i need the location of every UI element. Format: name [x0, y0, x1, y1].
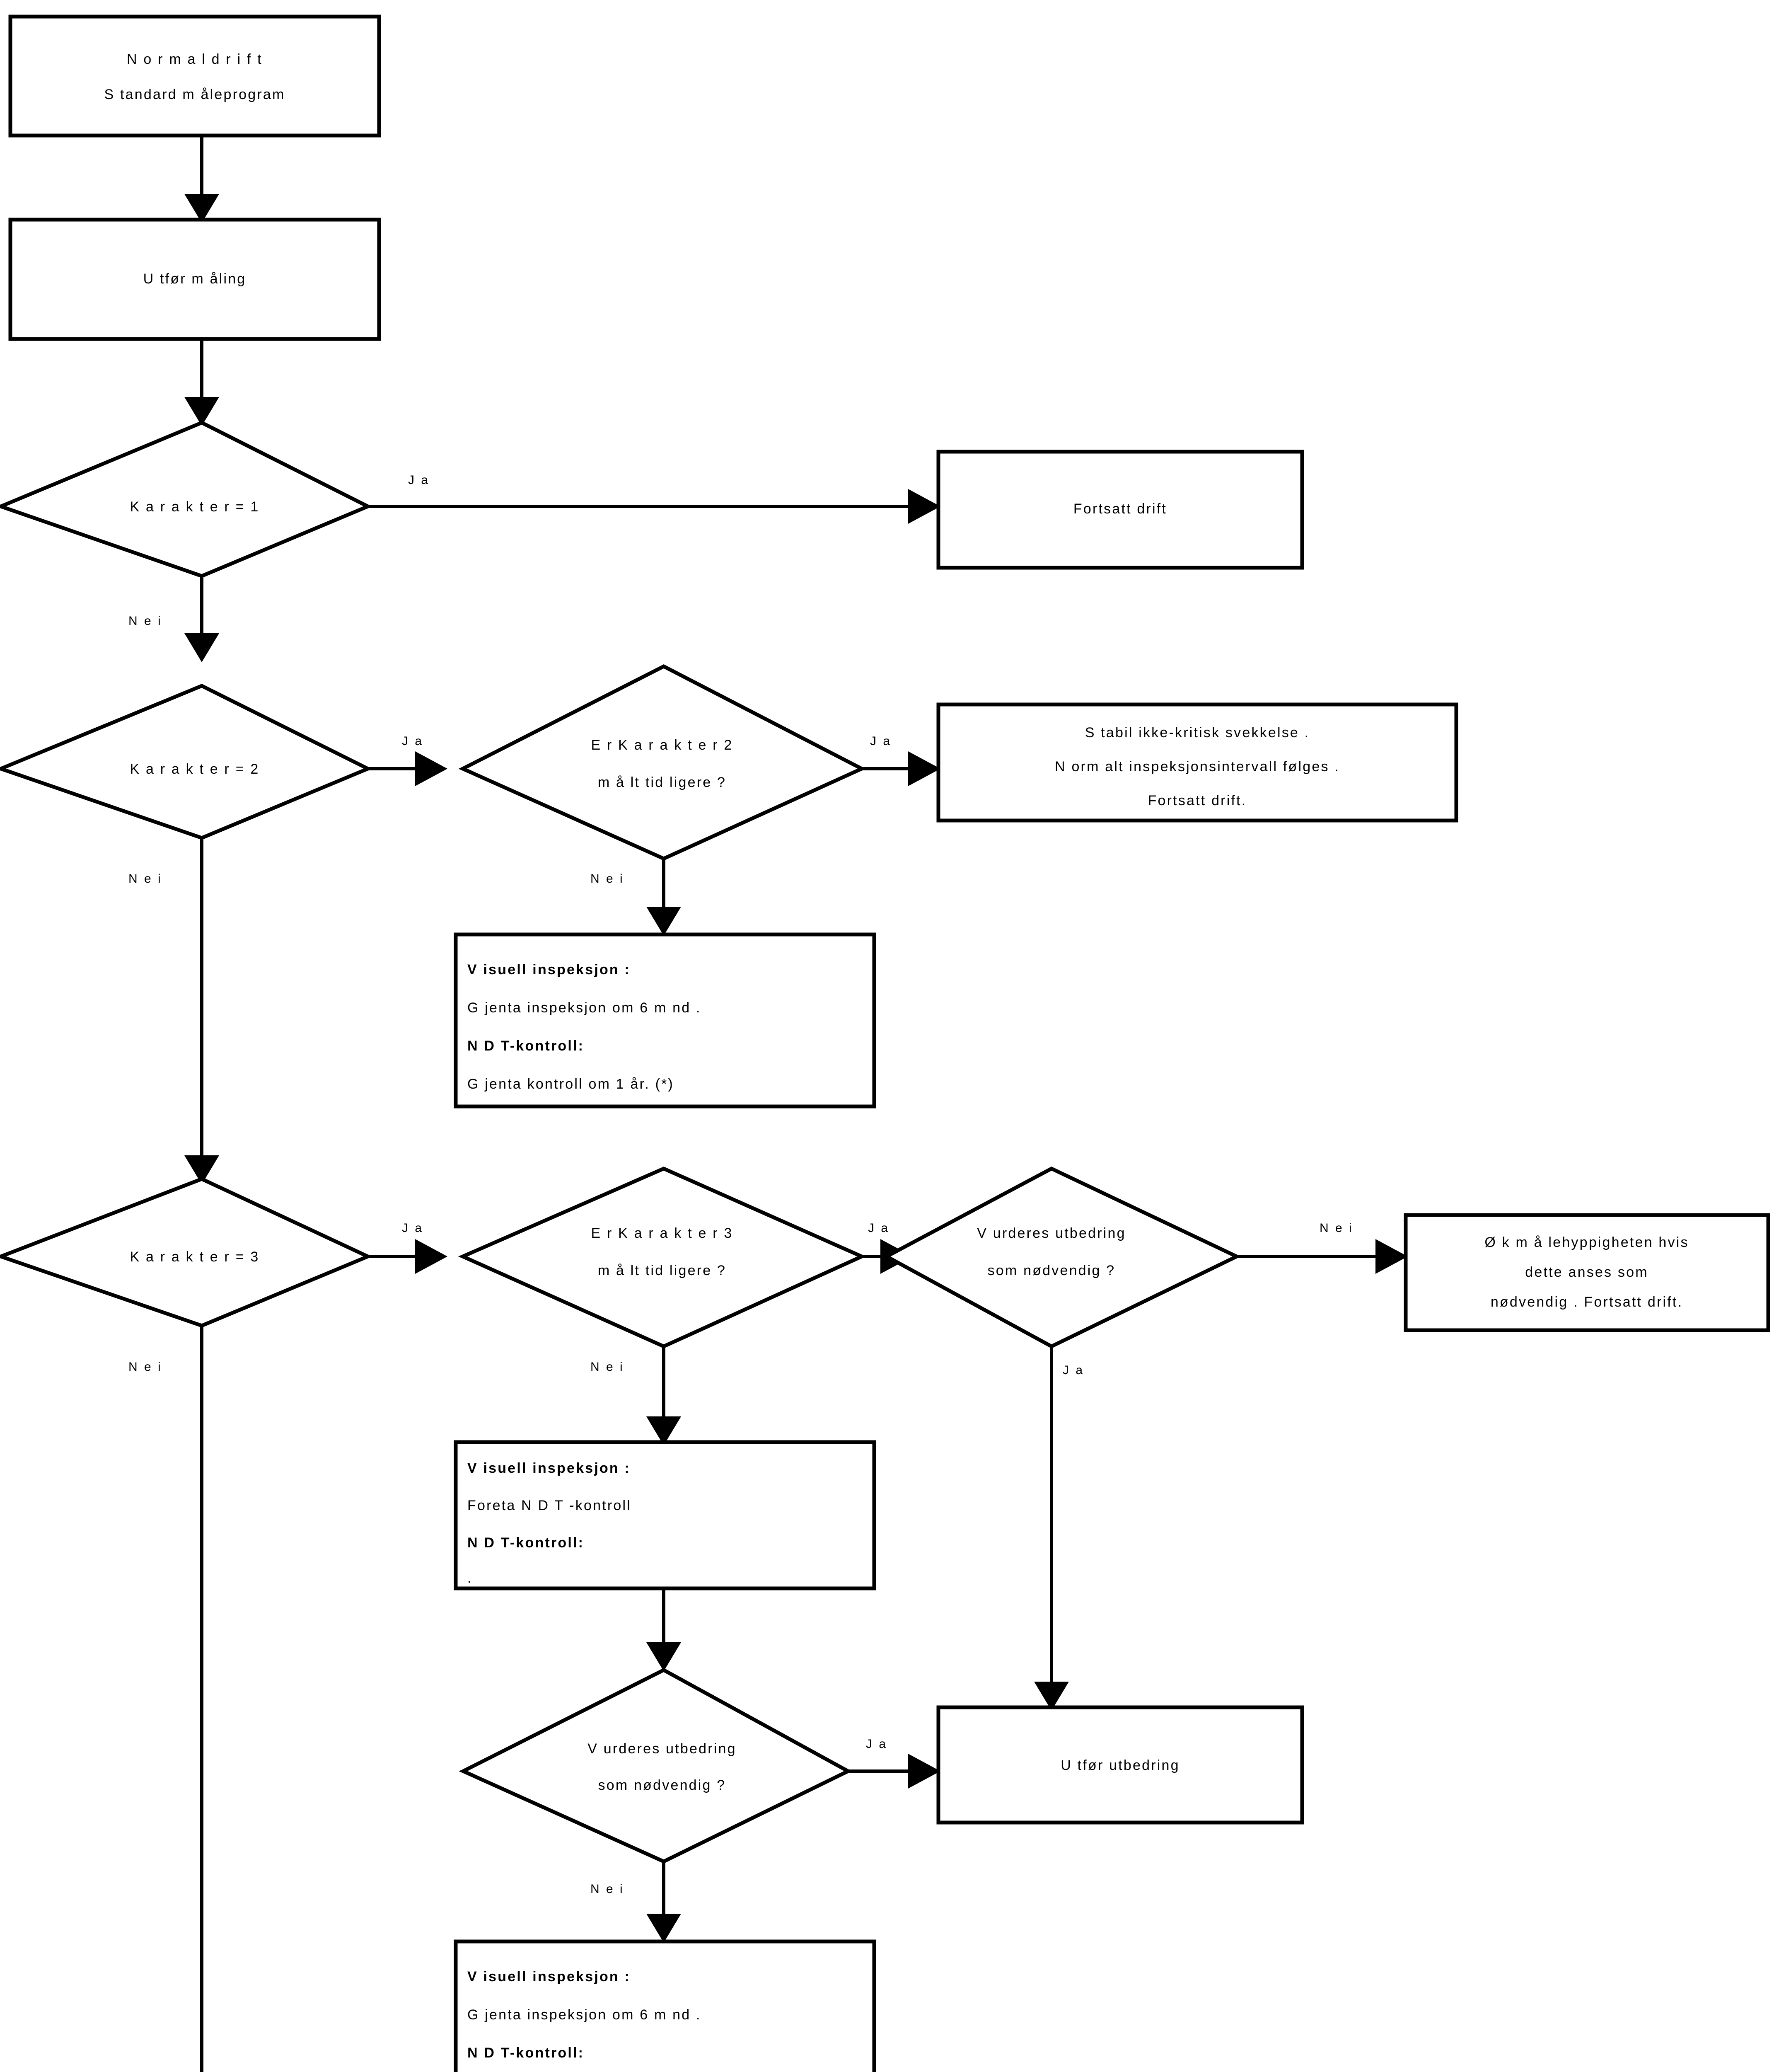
edge-label-erk3-nei: N e i — [590, 1360, 624, 1374]
node-karakter-3-line-0: K a r a k t e r = 3 — [130, 1249, 259, 1265]
node-utfor-maaling[interactable]: U tfør m åling — [8, 218, 381, 341]
node-vurderes-top-line-1: som nødvendig ? — [988, 1263, 1116, 1278]
node-utfor-maaling-line-0: U tfør m åling — [143, 271, 247, 287]
edge-label-erk2-nei: N e i — [590, 872, 624, 886]
node-ok-malehyppigheten[interactable]: Ø k m å lehyppigheten hvis dette anses s… — [1404, 1213, 1770, 1332]
edge-label-erk2-ja: J a — [870, 734, 892, 748]
node-visuell-k2-line-3: G jenta kontroll om 1 år. (*) — [467, 1076, 674, 1092]
edge-label-k3-ja: J a — [402, 1221, 423, 1235]
edge-label-vurderes-top-nei: N e i — [1320, 1221, 1354, 1235]
node-ok-maale-line-2: nødvendig . Fortsatt drift. — [1491, 1294, 1683, 1310]
connector-k1-nei-to-k2 — [184, 576, 219, 662]
node-vurderes-top-line-0: V urderes utbedring — [977, 1225, 1126, 1241]
node-visuell-bot-line-2: N D T-kontroll: — [467, 2045, 584, 2061]
node-er-karakter-3[interactable]: E r K a r a k t e r 3 m å lt tid ligere … — [458, 1167, 866, 1348]
node-er-karakter-2-line-0: E r K a r a k t e r 2 — [591, 737, 733, 753]
node-fortsatt-drift-line-0: Fortsatt drift — [1073, 501, 1167, 517]
node-karakter-1[interactable]: K a r a k t e r = 1 — [0, 421, 372, 578]
node-er-karakter-2[interactable]: E r K a r a k t e r 2 m å lt tid ligere … — [458, 664, 866, 861]
node-vurderes-utbedring-top[interactable]: V urderes utbedring som nødvendig ? — [882, 1166, 1241, 1349]
node-er-karakter-2-line-1: m å lt tid ligere ? — [598, 775, 726, 790]
connector-visuell-k3-to-vurderes-bot — [646, 1588, 681, 1671]
edge-label-erk3-ja: J a — [868, 1221, 890, 1235]
node-vurderes-bot-line-1: som nødvendig ? — [598, 1777, 726, 1793]
edge-label-k1-nei: N e i — [128, 614, 162, 628]
node-ok-maale-line-0: Ø k m å lehyppigheten hvis — [1484, 1234, 1689, 1250]
node-fortsatt-drift[interactable]: Fortsatt drift — [936, 450, 1304, 570]
node-vurderes-utbedring-bottom[interactable]: V urderes utbedring som nødvendig ? — [459, 1668, 852, 1864]
node-visuell-bot-line-1: G jenta inspeksjon om 6 m nd . — [467, 2007, 701, 2023]
connector-vurderes-top-ja-to-utfor-utbedring — [1034, 1326, 1069, 1711]
node-vurderes-bot-line-0: V urderes utbedring — [587, 1741, 736, 1757]
node-visuell-k2-line-2: N D T-kontroll: — [467, 1038, 584, 1054]
connector-k2-nei-to-k3 — [184, 838, 219, 1184]
edge-label-vurderes-bot-ja: J a — [866, 1737, 887, 1751]
node-er-karakter-3-line-1: m å lt tid ligere ? — [598, 1263, 726, 1278]
node-ok-maale-line-1: dette anses som — [1525, 1264, 1648, 1280]
connector-start-to-maaling — [184, 136, 219, 223]
node-karakter-3[interactable]: K a r a k t e r = 3 — [0, 1177, 373, 1328]
node-visuell-k3-line-1: Foreta N D T -kontroll — [467, 1498, 631, 1513]
node-karakter-2-line-0: K a r a k t e r = 2 — [130, 761, 259, 777]
node-visuell-inspeksjon-k2[interactable]: V isuell inspeksjon : G jenta inspeksjon… — [454, 932, 876, 1109]
node-stabil-line-1: N orm alt inspeksjonsintervall følges . — [1055, 759, 1340, 775]
node-visuell-k3-line-3: . — [467, 1570, 473, 1586]
node-normaldrift[interactable]: N o r m a l d r i f t S tandard m ålepro… — [8, 15, 381, 138]
connector-k3-nei-to-k4 — [200, 1326, 203, 2072]
edge-label-vurderes-bot-nei: N e i — [590, 1882, 624, 1896]
node-utfor-utbedring[interactable]: U tfør utbedring — [936, 1705, 1304, 1825]
connector-vurderes-bot-ja-to-utfor-utbedring — [848, 1754, 940, 1789]
connector-k3-ja-to-erk3 — [368, 1239, 447, 1274]
edge-label-k2-ja: J a — [402, 734, 423, 748]
edge-label-k3-nei: N e i — [128, 1360, 162, 1374]
node-visuell-inspeksjon-k3[interactable]: V isuell inspeksjon : Foreta N D T -kont… — [454, 1440, 876, 1590]
connector-k1-ja-to-fortsatt-drift — [368, 489, 940, 524]
edge-label-k2-nei: N e i — [128, 872, 162, 886]
edge-label-vurderes-top-ja: J a — [1063, 1363, 1084, 1377]
node-normaldrift-line-1: S tandard m åleprogram — [104, 87, 285, 102]
node-stabil-line-0: S tabil ikke-kritisk svekkelse . — [1085, 725, 1310, 741]
node-karakter-2[interactable]: K a r a k t e r = 2 — [0, 684, 372, 840]
node-er-karakter-3-line-0: E r K a r a k t e r 3 — [591, 1225, 733, 1241]
node-visuell-k2-line-0: V isuell inspeksjon : — [467, 962, 631, 978]
node-stabil-ikke-kritisk[interactable]: S tabil ikke-kritisk svekkelse . N orm a… — [936, 702, 1458, 823]
edge-label-k1-ja: J a — [408, 473, 430, 487]
node-visuell-k3-line-0: V isuell inspeksjon : — [467, 1460, 631, 1476]
connector-k2-ja-to-erk2 — [368, 751, 447, 786]
node-karakter-1-line-0: K a r a k t e r = 1 — [130, 499, 259, 515]
node-stabil-line-2: Fortsatt drift. — [1148, 793, 1247, 808]
node-normaldrift-line-0: N o r m a l d r i f t — [127, 51, 263, 67]
node-visuell-inspeksjon-bottom[interactable]: V isuell inspeksjon : G jenta inspeksjon… — [454, 1939, 876, 2072]
node-utfor-utbedring-line-0: U tfør utbedring — [1061, 1757, 1180, 1773]
connector-maaling-to-k1 — [184, 339, 219, 426]
node-visuell-k3-line-2: N D T-kontroll: — [467, 1535, 584, 1551]
node-visuell-k2-line-1: G jenta inspeksjon om 6 m nd . — [467, 1000, 701, 1016]
node-visuell-bot-line-0: V isuell inspeksjon : — [467, 1969, 631, 1985]
